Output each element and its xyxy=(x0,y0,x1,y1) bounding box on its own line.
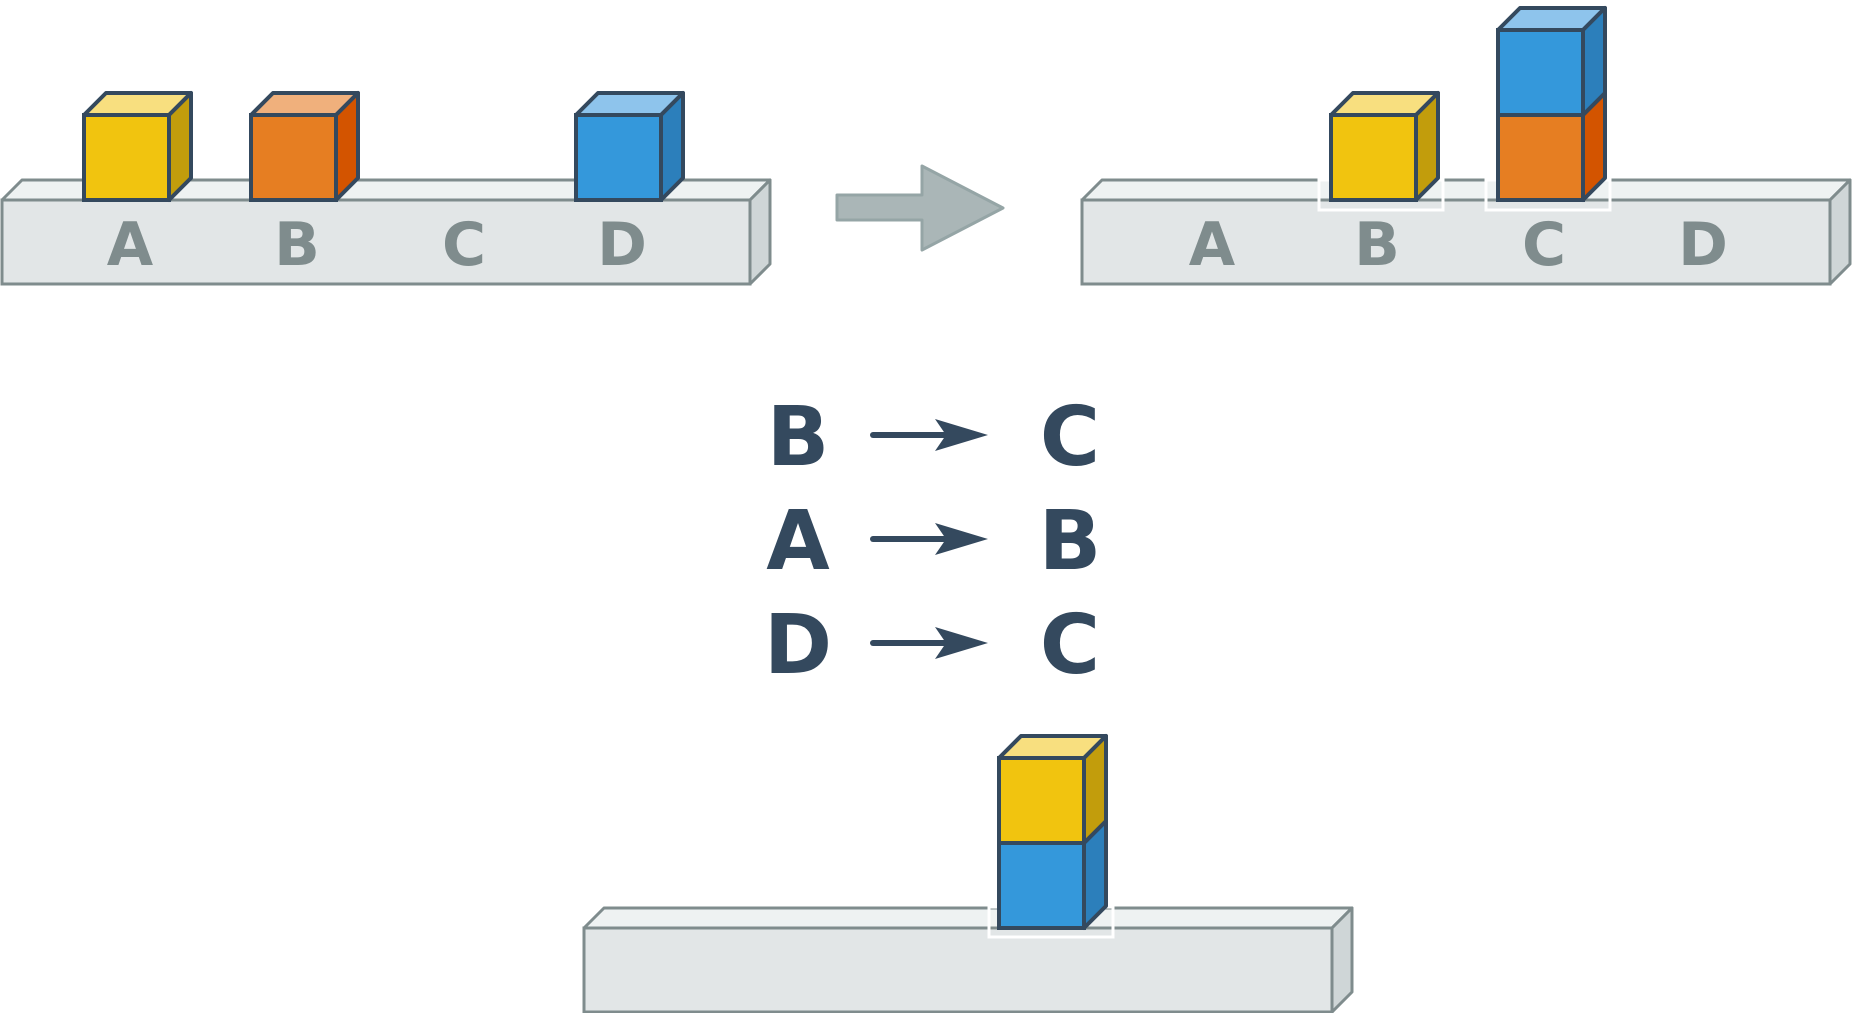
move-arrowhead-icon xyxy=(935,523,988,555)
shelf-side xyxy=(1330,906,1354,1013)
shelf-side xyxy=(748,178,772,286)
cube-front xyxy=(574,113,663,202)
move-from-label: A xyxy=(766,494,830,589)
move-from-label: B xyxy=(767,390,830,485)
result-block-yellow xyxy=(997,734,1108,845)
goal-state: A B C D xyxy=(1080,6,1852,286)
cube-side xyxy=(1414,91,1440,202)
move-to-label: B xyxy=(1039,494,1102,589)
goal-shelf-label-c: C xyxy=(1522,210,1566,280)
goal-shelf-label-d: D xyxy=(1678,210,1728,280)
cube-side xyxy=(1581,6,1607,117)
cube-front xyxy=(1496,28,1585,117)
cube-side xyxy=(167,91,193,202)
transition-arrow xyxy=(835,164,1005,252)
move-arrowhead-icon xyxy=(935,419,988,451)
cube-front xyxy=(997,756,1086,845)
goal-shelf xyxy=(1080,178,1852,286)
move-arrowhead-icon xyxy=(935,627,988,659)
initial-shelf-label-b: B xyxy=(274,210,320,280)
move-from-label: D xyxy=(764,598,832,693)
shelf-front xyxy=(1080,198,1832,286)
initial-shelf-label-a: A xyxy=(107,210,154,280)
shelf-top xyxy=(1080,178,1852,202)
cube-front xyxy=(1329,113,1418,202)
goal-block-b-yellow xyxy=(1329,91,1440,202)
initial-block-d-blue xyxy=(574,91,685,202)
shelf-front xyxy=(582,926,1334,1013)
big-arrow-icon xyxy=(835,164,1005,252)
result-state xyxy=(582,734,1354,1013)
cube-front xyxy=(82,113,171,202)
move-to-label: C xyxy=(1040,390,1100,485)
shelf-side xyxy=(1828,178,1852,286)
cube-side xyxy=(659,91,685,202)
goal-shelf-label-a: A xyxy=(1189,210,1236,280)
cube-front xyxy=(997,841,1086,930)
move-to-label: C xyxy=(1040,598,1100,693)
cube-front xyxy=(249,113,338,202)
shelf-front xyxy=(0,198,752,286)
initial-block-b-orange xyxy=(249,91,360,202)
result-shelf xyxy=(582,906,1354,1013)
goal-block-c-blue xyxy=(1496,6,1607,117)
goal-shelf-label-b: B xyxy=(1354,210,1400,280)
cube-front xyxy=(1496,113,1585,202)
initial-shelf-label-d: D xyxy=(597,210,647,280)
initial-block-a-yellow xyxy=(82,91,193,202)
cube-side xyxy=(334,91,360,202)
initial-state: A B C D xyxy=(0,91,772,286)
cube-side xyxy=(1082,734,1108,845)
initial-shelf-label-c: C xyxy=(442,210,486,280)
shelf-top xyxy=(582,906,1354,930)
